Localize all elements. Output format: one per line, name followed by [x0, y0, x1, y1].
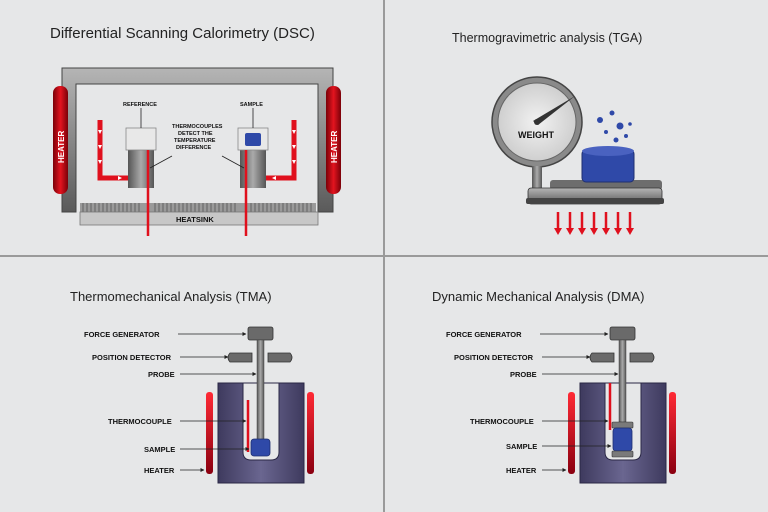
dma-force-generator [609, 326, 636, 341]
tga-panel: Thermogravimetric analysis (TGA) WEIGHT [452, 31, 664, 235]
tma-probe [256, 339, 265, 441]
tga-platform-top [550, 180, 662, 190]
dsc-thermo-note-line2: DETECT THE [178, 131, 213, 137]
dsc-sample-block [245, 133, 261, 146]
tga-sample-top [582, 146, 634, 156]
dma-panel: Dynamic Mechanical Analysis (DMA) FORCE … [432, 289, 676, 484]
tma-heater-right [307, 392, 314, 474]
dma-label-force-generator: FORCE GENERATOR [446, 330, 522, 339]
dsc-heater-left [53, 86, 68, 194]
dma-title: Dynamic Mechanical Analysis (DMA) [432, 289, 644, 304]
tma-force-generator [247, 326, 274, 341]
dma-probe [618, 339, 627, 423]
dma-heater-left [568, 392, 575, 474]
dsc-heatsink-label: HEATSINK [176, 215, 214, 224]
tma-label-thermocouple: THERMOCOUPLE [108, 417, 172, 426]
dsc-thermo-note-line4: DIFFERENCE [176, 145, 211, 151]
tma-sample [250, 438, 271, 457]
dsc-panel: Differential Scanning Calorimetry (DSC) [50, 25, 341, 236]
dma-heater-right [669, 392, 676, 474]
tga-stem [532, 166, 542, 188]
tga-weight-label: WEIGHT [518, 130, 554, 140]
dma-label-probe: PROBE [510, 370, 537, 379]
dma-label-sample: SAMPLE [506, 442, 537, 451]
dsc-reference-pedestal [128, 150, 154, 188]
dsc-heatsink-fins [80, 203, 316, 212]
dsc-reference-pan [125, 127, 157, 151]
tma-heater-left [206, 392, 213, 474]
dsc-sample-pedestal [240, 150, 266, 188]
tga-dial-pivot [534, 119, 540, 125]
dsc-thermo-note-line3: TEMPERATURE [174, 138, 216, 144]
dma-furnace [579, 382, 667, 484]
dma-upper-clamp [611, 421, 634, 429]
tma-label-heater: HEATER [144, 466, 175, 475]
dsc-heatsink-fin-lines [82, 203, 312, 212]
dsc-heater-left-label: HEATER [57, 130, 66, 163]
dsc-heatsink-base [79, 211, 319, 226]
tga-heat-arrows [554, 212, 634, 235]
dsc-reference-label: REFERENCE [123, 102, 157, 108]
tma-label-sample: SAMPLE [144, 445, 175, 454]
tma-furnace [217, 382, 305, 484]
dma-position-detector [589, 352, 655, 363]
tma-title: Thermomechanical Analysis (TMA) [70, 289, 272, 304]
tga-base-foot [526, 198, 664, 204]
dsc-heat-arrows [98, 130, 296, 180]
dma-label-heater: HEATER [506, 466, 537, 475]
tma-label-force-generator: FORCE GENERATOR [84, 330, 160, 339]
tga-title: Thermogravimetric analysis (TGA) [452, 31, 642, 45]
dma-sample [612, 427, 633, 452]
dsc-title: Differential Scanning Calorimetry (DSC) [50, 25, 315, 42]
dsc-heater-right [326, 86, 341, 194]
tga-dial-needle [533, 96, 575, 125]
tma-label-probe: PROBE [148, 370, 175, 379]
dsc-note-leader-right [221, 155, 245, 169]
dma-label-position-detector: POSITION DETECTOR [454, 353, 534, 362]
dsc-thermo-note-line1: THERMOCOUPLES [172, 124, 223, 130]
tga-gas-bubbles [597, 110, 632, 143]
dma-lower-clamp [611, 450, 634, 458]
dsc-sample-label: SAMPLE [240, 102, 263, 108]
tma-label-position-detector: POSITION DETECTOR [92, 353, 172, 362]
dma-label-thermocouple: THERMOCOUPLE [470, 417, 534, 426]
dsc-heater-right-label: HEATER [330, 130, 339, 163]
tma-panel: Thermomechanical Analysis (TMA) FORCE GE… [70, 289, 314, 484]
dsc-note-leader-left [149, 155, 173, 169]
tma-position-detector [227, 352, 293, 363]
